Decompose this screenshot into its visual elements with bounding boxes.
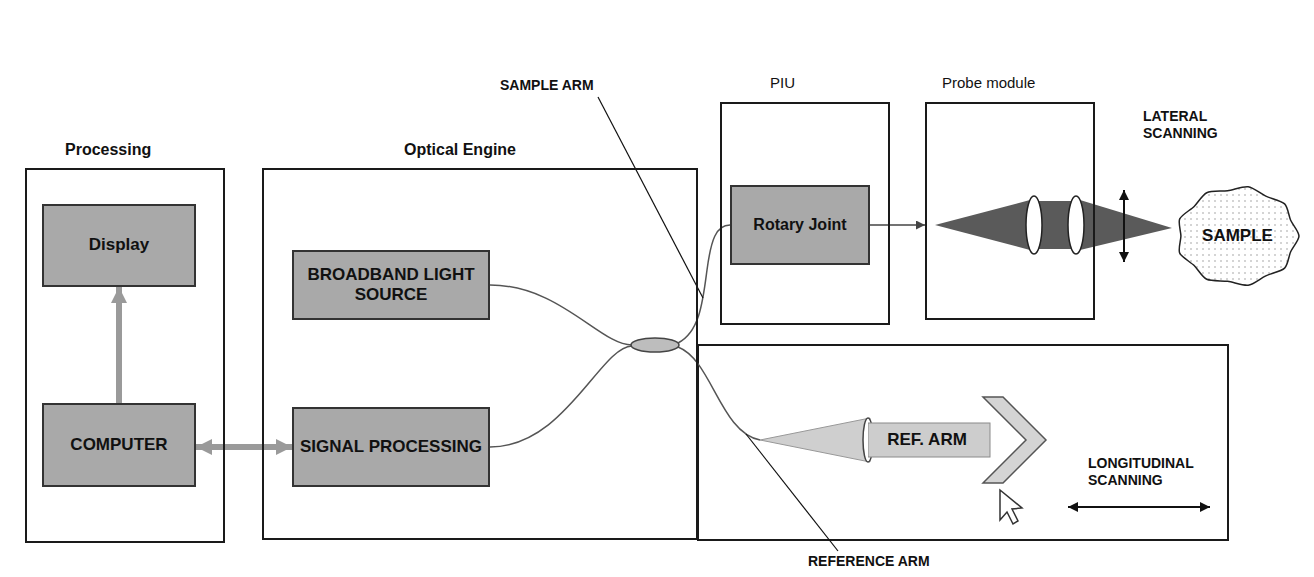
group-heading: Probe module: [942, 74, 1035, 92]
node-label: SIGNAL PROCESSING: [300, 437, 482, 457]
probe-lens: [1026, 196, 1042, 254]
callout-label: LONGITUDINAL SCANNING: [1088, 455, 1223, 489]
node-label: Display: [89, 235, 149, 255]
connector-arrow: [116, 287, 122, 403]
process-box: COMPUTER: [42, 403, 196, 487]
group-box: Optical EngineBROADBAND LIGHT SOURCESIGN…: [262, 168, 698, 540]
callout-label: REFERENCE ARM: [808, 553, 930, 570]
group-box: Probe module: [925, 102, 1095, 320]
leader-line: [598, 97, 703, 298]
process-box: SIGNAL PROCESSING: [292, 407, 490, 487]
sample-cloud: SAMPLE: [1170, 180, 1305, 292]
detector-fiber: [490, 346, 632, 447]
sample-fiber: [678, 225, 730, 343]
lateral-arrow: [1123, 190, 1125, 262]
node-label: Rotary Joint: [753, 215, 846, 234]
retroreflector: [983, 397, 1046, 483]
node-label: SAMPLE: [1202, 226, 1273, 246]
reference-beam: [760, 418, 870, 462]
reference-band: [868, 423, 990, 457]
group-box: ProcessingDisplayCOMPUTER: [25, 168, 225, 543]
group-heading: PIU: [770, 74, 795, 92]
node-label: REF. ARM: [868, 423, 986, 457]
reference-arm: REF. ARM: [868, 395, 1048, 485]
process-box: Display: [42, 204, 196, 287]
callout-label: LATERAL SCANNING: [1143, 108, 1243, 142]
group-box: PIURotary Joint: [720, 102, 890, 325]
node-label: BROADBAND LIGHT SOURCE: [300, 265, 482, 306]
longitudinal-arrow: [1068, 506, 1210, 508]
leader-line: [746, 434, 838, 551]
pointer-symbol: [1000, 490, 1022, 524]
source-fiber: [490, 285, 632, 345]
group-heading: Optical Engine: [404, 140, 516, 159]
sample-beam: [935, 200, 1030, 250]
probe-lens: [1068, 196, 1084, 254]
process-box: BROADBAND LIGHT SOURCE: [292, 250, 490, 320]
connector-arrow: [870, 224, 925, 226]
reference-region: [698, 345, 1228, 540]
fiber-coupler: [631, 338, 679, 352]
connector-arrow: [196, 444, 292, 450]
reference-fiber: [678, 347, 760, 440]
group-heading: Processing: [65, 140, 151, 159]
callout-label: SAMPLE ARM: [500, 77, 594, 94]
node-label: COMPUTER: [70, 435, 167, 455]
cloud-outline: [1179, 187, 1299, 286]
process-box: Rotary Joint: [730, 185, 870, 265]
